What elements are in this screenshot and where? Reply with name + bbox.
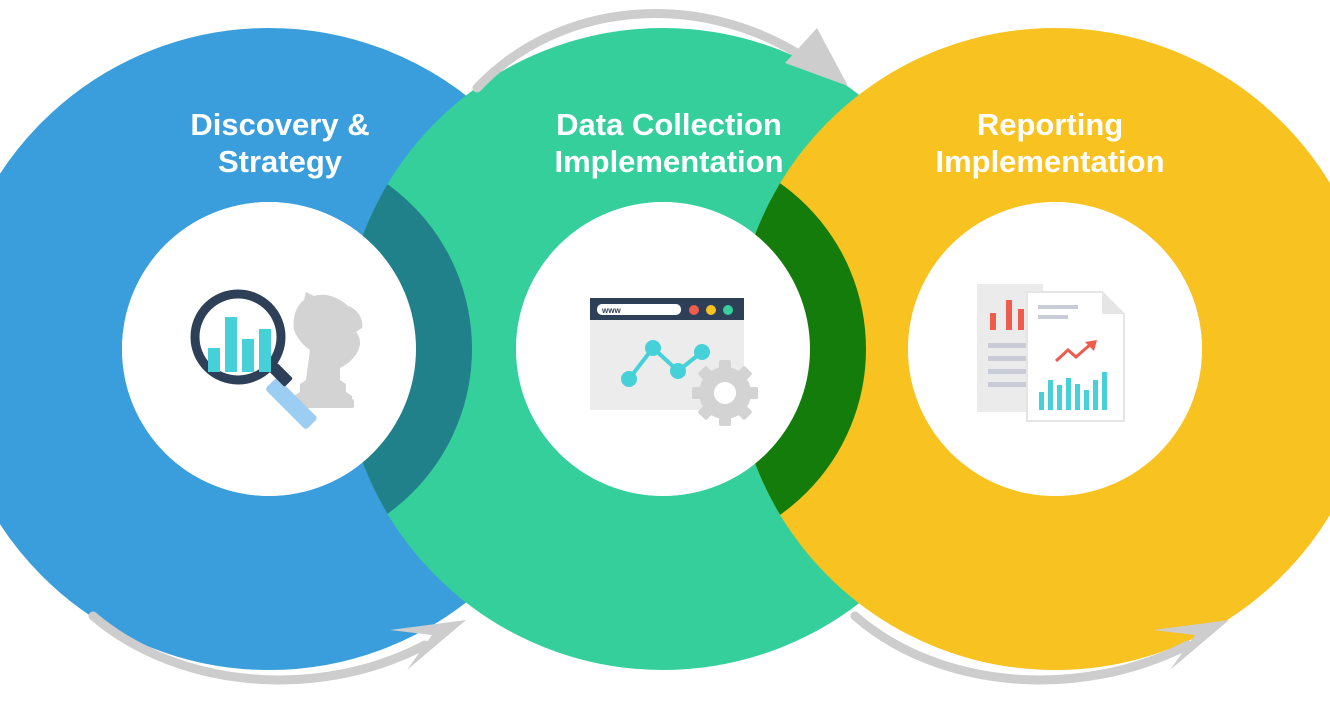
bottom-right-arrow-icon <box>850 611 1229 685</box>
report-bar-chart-icon <box>1039 372 1107 410</box>
gear-icon <box>692 360 758 426</box>
stage-title-line1: Data Collection <box>556 107 782 142</box>
stage-title-line1: Reporting <box>977 107 1123 142</box>
report-documents-icon <box>977 284 1125 422</box>
top-arrow-icon <box>472 9 848 93</box>
chess-knight-icon <box>292 292 363 408</box>
overlap-lens-1-2 <box>342 146 472 552</box>
stage-title-line2: Strategy <box>218 144 343 179</box>
stage-title-line1: Discovery & <box>190 107 369 142</box>
bottom-left-arrow-icon <box>88 611 466 685</box>
browser-chart-gear-icon: www <box>590 298 758 426</box>
report-front-document <box>1026 291 1125 422</box>
stage-title-line2: Implementation <box>935 144 1164 179</box>
overlap-lens-2-3 <box>734 146 866 552</box>
browser-dot-green <box>723 305 733 315</box>
lens-bar-chart-icon <box>208 317 271 372</box>
browser-dot-yellow <box>706 305 716 315</box>
browser-dot-red <box>689 305 699 315</box>
stage-title-discovery: Discovery & Strategy <box>190 107 369 179</box>
line-chart-icon <box>621 340 710 387</box>
browser-url-text: www <box>601 306 621 315</box>
stage-title-line2: Implementation <box>554 144 783 179</box>
browser-url-bar <box>597 304 681 315</box>
stage-title-reporting: Reporting Implementation <box>935 107 1164 179</box>
magnifier-chart-chess-knight-icon <box>190 289 363 429</box>
magnifier-handle-icon <box>266 363 317 429</box>
arrows <box>88 9 1229 685</box>
stage-title-data-collection: Data Collection Implementation <box>554 107 783 179</box>
